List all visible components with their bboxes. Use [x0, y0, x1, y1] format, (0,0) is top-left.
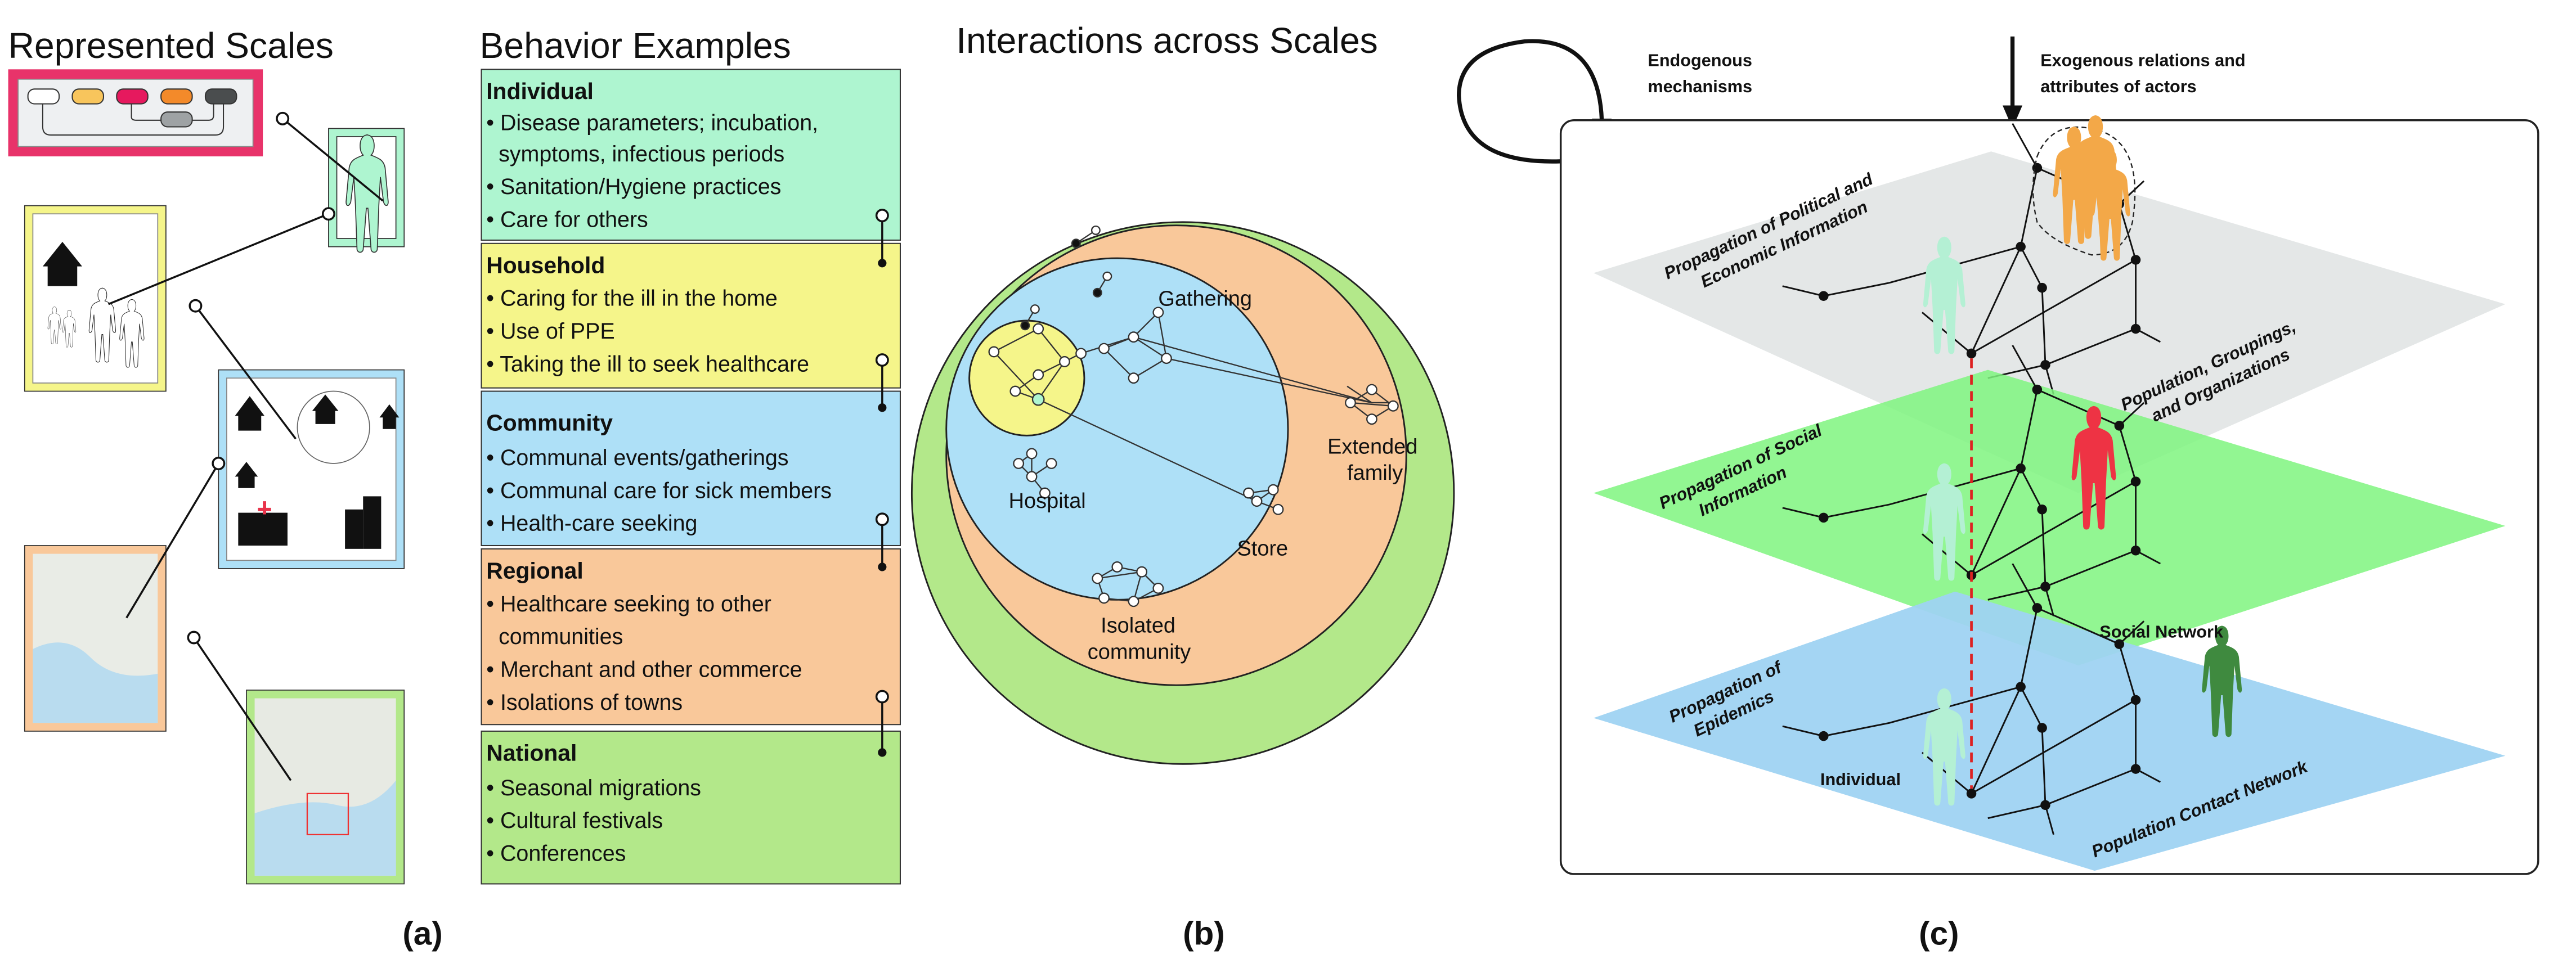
scale-circles: [910, 221, 1455, 765]
endogenous-label: Endogenous: [1648, 51, 1752, 70]
orange-group: [2032, 115, 2136, 261]
label-community: community: [1088, 640, 1191, 664]
label-gathering: Gathering: [1158, 287, 1252, 311]
household-scale-image: [24, 205, 167, 392]
svg-text:• Disease parameters; incubati: • Disease parameters; incubation,: [486, 110, 818, 135]
svg-text:• Use of PPE: • Use of PPE: [486, 319, 614, 344]
label-individual: Individual: [1820, 770, 1901, 789]
represented-scales-title: Represented Scales: [8, 25, 334, 66]
exogenous-label: Exogenous relations and: [2040, 51, 2245, 70]
svg-text:• Conferences: • Conferences: [486, 841, 626, 866]
box-connectors: [875, 209, 889, 757]
svg-text:• Merchant and other commerce: • Merchant and other commerce: [486, 658, 802, 682]
regional-map-image: [24, 545, 167, 732]
community-scale-image: [218, 369, 405, 569]
disease-model-box: [8, 69, 263, 157]
individual-scale-image: [328, 128, 405, 253]
interactions-title: Interactions across Scales: [956, 20, 1378, 61]
svg-text:• Isolations of towns: • Isolations of towns: [486, 690, 683, 715]
label-extended: Extended: [1327, 435, 1417, 458]
behavior-box-national: National • Seasonal migrations • Cultura…: [481, 730, 901, 885]
svg-text:• Caring for the ill in the ho: • Caring for the ill in the home: [486, 286, 778, 311]
label-social-network: Social Network: [2099, 622, 2224, 641]
svg-text:• Healthcare seeking to other: • Healthcare seeking to other: [486, 592, 771, 616]
house-icon: [42, 241, 82, 286]
plane-epidemics: [1594, 591, 2506, 871]
household-circle: [968, 319, 1085, 436]
plane-social: [1594, 370, 2506, 666]
caption-b: (b): [1183, 915, 1225, 952]
label-isolated: Isolated: [1101, 614, 1175, 638]
box-title: Community: [486, 410, 613, 436]
scale-connectors: [108, 111, 384, 781]
behavior-examples-title: Behavior Examples: [480, 25, 791, 66]
box-title: Regional: [486, 557, 584, 583]
box-title: National: [486, 740, 577, 766]
label-store: Store: [1237, 537, 1288, 561]
exogenous-label-2: attributes of actors: [2040, 77, 2197, 96]
behavior-box-household: Household • Caring for the ill in the ho…: [481, 242, 901, 389]
box-title: Household: [486, 252, 605, 278]
exogenous-arrow: [2003, 36, 2023, 129]
plane-political: [1594, 151, 2506, 493]
svg-text:communities: communities: [486, 624, 623, 649]
label-family: family: [1347, 461, 1403, 485]
svg-text:• Sanitation/Hygiene practices: • Sanitation/Hygiene practices: [486, 174, 781, 199]
behavior-box-regional: Regional • Healthcare seeking to other c…: [481, 548, 901, 726]
svg-text:• Communal events/gatherings: • Communal events/gatherings: [486, 445, 788, 470]
behavior-box-individual: Individual • Disease parameters; incubat…: [481, 69, 901, 241]
label-hospital: Hospital: [1009, 489, 1086, 513]
svg-text:• Health-care seeking: • Health-care seeking: [486, 511, 697, 536]
svg-text:• Care for others: • Care for others: [486, 208, 648, 232]
national-map-image: [246, 690, 405, 885]
svg-text:symptoms, infectious periods: symptoms, infectious periods: [486, 142, 784, 166]
svg-text:• Communal care for sick membe: • Communal care for sick members: [486, 478, 832, 503]
caption-c: (c): [1919, 915, 1959, 952]
contact-networks: [988, 225, 1399, 607]
caption-a: (a): [402, 915, 442, 952]
box-title: Individual: [486, 78, 594, 104]
svg-text:• Taking the ill to seek healt: • Taking the ill to seek healthcare: [486, 352, 809, 377]
svg-text:• Cultural festivals: • Cultural festivals: [486, 808, 663, 833]
behavior-box-community: Community • Communal events/gatherings •…: [481, 390, 901, 547]
svg-text:• Seasonal migrations: • Seasonal migrations: [486, 776, 701, 800]
endogenous-label-2: mechanisms: [1648, 77, 1752, 96]
